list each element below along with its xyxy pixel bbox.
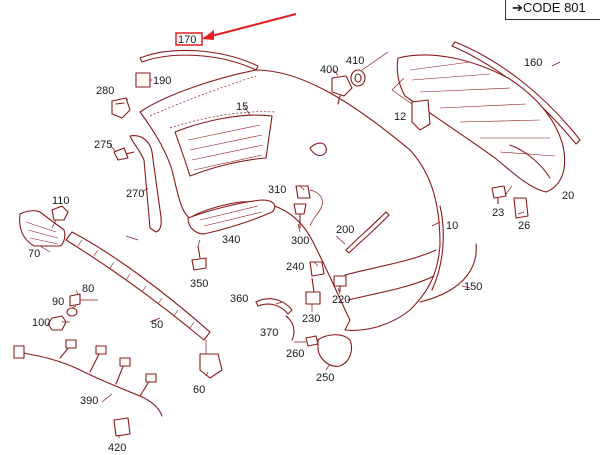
part-410-ring[interactable] (350, 69, 366, 87)
part-230-screw[interactable] (305, 277, 321, 305)
part-350-screw[interactable] (191, 245, 207, 271)
label-150[interactable]: 150 (464, 281, 482, 293)
part-15-edge (149, 75, 276, 129)
part-390-connectors (13, 339, 157, 383)
part-50-rail[interactable] (65, 231, 211, 341)
part-340-hatch (199, 205, 263, 227)
part-260-screw[interactable] (305, 335, 319, 347)
part-12-bracket[interactable] (411, 99, 431, 131)
label-110[interactable]: 110 (52, 195, 70, 207)
part-15-bumper[interactable] (139, 69, 441, 331)
part-20-hatch (409, 61, 556, 157)
part-400-pin (337, 95, 341, 105)
part-200-strip[interactable] (345, 211, 390, 254)
part-250-cover[interactable] (317, 334, 353, 367)
label-160[interactable]: 160 (524, 57, 542, 69)
part-310-wire (309, 189, 323, 227)
part-10-edge (431, 205, 444, 291)
label-300[interactable]: 300 (291, 235, 309, 247)
label-170[interactable]: 170 (178, 34, 196, 46)
label-23[interactable]: 23 (492, 207, 504, 219)
label-70[interactable]: 70 (28, 248, 40, 260)
label-190[interactable]: 190 (153, 75, 171, 87)
label-340[interactable]: 340 (222, 234, 240, 246)
label-26[interactable]: 26 (518, 220, 530, 232)
part-420-clip[interactable] (113, 417, 131, 437)
part-60-bracket[interactable] (199, 353, 223, 379)
label-260[interactable]: 260 (286, 348, 304, 360)
label-10[interactable]: 10 (446, 220, 458, 232)
label-200[interactable]: 200 (336, 224, 354, 236)
part-390-harness[interactable] (17, 351, 163, 417)
part-410-ring-inner (354, 73, 362, 83)
label-15[interactable]: 15 (236, 101, 248, 113)
part-15-lower-edge (344, 249, 437, 301)
arrow-right-icon: ➔ (512, 0, 523, 15)
label-220[interactable]: 220 (332, 294, 350, 306)
label-400[interactable]: 400 (320, 64, 338, 76)
highlight-arrowhead (202, 30, 214, 40)
part-20-edge (509, 144, 551, 179)
part-150-strip[interactable] (419, 243, 477, 303)
part-220-screw[interactable] (333, 275, 347, 292)
highlight-box (175, 32, 203, 46)
label-230[interactable]: 230 (302, 313, 320, 325)
part-15-hole (309, 142, 327, 157)
label-12[interactable]: 12 (394, 111, 406, 123)
label-420[interactable]: 420 (108, 442, 126, 454)
part-80-bolt[interactable] (69, 293, 81, 307)
label-250[interactable]: 250 (316, 372, 334, 384)
part-370-strip[interactable] (285, 315, 295, 341)
part-26-clip[interactable] (513, 197, 529, 219)
part-170-strip[interactable] (139, 49, 259, 71)
part-110-nut[interactable] (51, 205, 69, 221)
label-410[interactable]: 410 (346, 55, 364, 67)
label-360[interactable]: 360 (230, 293, 248, 305)
label-50[interactable]: 50 (151, 319, 163, 331)
part-70-detail (25, 221, 59, 245)
part-15-hatch (187, 124, 264, 171)
leader-lines (39, 51, 561, 439)
part-340-tray[interactable] (187, 199, 276, 235)
part-20-diffuser[interactable] (396, 54, 566, 193)
label-20[interactable]: 20 (562, 190, 574, 202)
code-box (505, 0, 600, 20)
highlight-arrow (203, 13, 297, 39)
label-270[interactable]: 270 (126, 188, 144, 200)
label-90[interactable]: 90 (52, 296, 64, 308)
label-100[interactable]: 100 (32, 317, 50, 329)
label-280[interactable]: 280 (96, 85, 114, 97)
part-190-clip[interactable] (135, 72, 151, 88)
code-label: ➔CODE 801 (512, 0, 586, 16)
part-360-strip[interactable] (255, 298, 293, 315)
part-90-washer[interactable] (66, 307, 78, 317)
part-15-opening (174, 114, 273, 177)
label-350[interactable]: 350 (190, 278, 208, 290)
part-50-hatch (77, 239, 195, 329)
part-23-bolt[interactable] (491, 185, 507, 204)
label-370[interactable]: 370 (260, 327, 278, 339)
part-275-screw[interactable] (113, 147, 135, 161)
code-text: CODE 801 (522, 0, 586, 15)
label-275[interactable]: 275 (94, 139, 112, 151)
label-310[interactable]: 310 (268, 184, 286, 196)
label-390[interactable]: 390 (80, 395, 98, 407)
label-240[interactable]: 240 (286, 261, 304, 273)
part-310-bracket[interactable] (295, 185, 311, 199)
part-280-bracket[interactable] (111, 97, 131, 119)
part-160-strip[interactable] (451, 41, 581, 145)
part-12-stem (391, 89, 413, 105)
part-400-sensor[interactable] (331, 75, 353, 97)
label-80[interactable]: 80 (82, 283, 94, 295)
part-70-bracket[interactable] (19, 210, 66, 247)
part-270-bracket[interactable] (129, 135, 162, 233)
part-100-nut[interactable] (47, 315, 67, 331)
part-300-screw[interactable] (293, 203, 307, 228)
label-60[interactable]: 60 (193, 384, 205, 396)
part-240-clip[interactable] (309, 261, 325, 277)
part-390-branches (59, 345, 151, 397)
